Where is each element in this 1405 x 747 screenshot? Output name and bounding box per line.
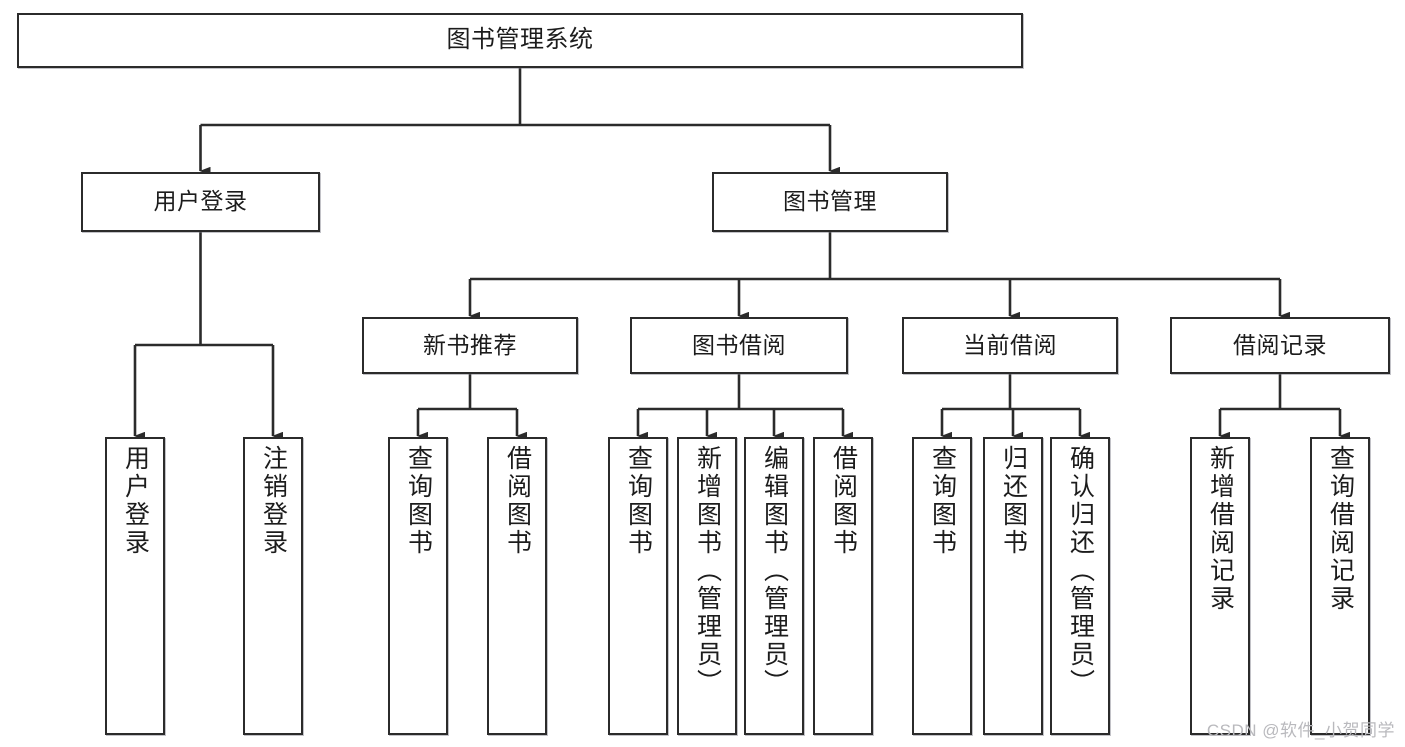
node-l4[interactable]: 借阅图书: [487, 437, 547, 735]
node-user_login[interactable]: 用户登录: [81, 172, 320, 232]
node-l10[interactable]: 归还图书: [983, 437, 1043, 735]
node-label: 查询图书: [928, 445, 957, 557]
node-l6[interactable]: 新增图书（管理员）: [677, 437, 737, 735]
node-l3[interactable]: 查询图书: [388, 437, 448, 735]
node-l2[interactable]: 注销登录: [243, 437, 303, 735]
node-l11[interactable]: 确认归还（管理员）: [1050, 437, 1110, 735]
node-label: 新增图书（管理员）: [693, 445, 722, 697]
node-label: 图书管理: [783, 188, 877, 215]
node-borrow[interactable]: 图书借阅: [630, 317, 848, 374]
node-label: 借阅记录: [1233, 331, 1327, 358]
node-label: 用户登录: [121, 445, 150, 557]
node-book_mgmt[interactable]: 图书管理: [712, 172, 948, 232]
node-label: 图书管理系统: [446, 26, 594, 54]
node-label: 归还图书: [999, 445, 1028, 557]
node-label: 查询图书: [624, 445, 653, 557]
node-l9[interactable]: 查询图书: [912, 437, 972, 735]
node-label: 借阅图书: [503, 445, 532, 557]
node-label: 用户登录: [153, 188, 248, 215]
node-l5[interactable]: 查询图书: [608, 437, 668, 735]
node-label: 当前借阅: [963, 331, 1057, 358]
node-label: 确认归还（管理员）: [1066, 445, 1095, 697]
watermark: CSDN @软件_小贺同学: [1206, 721, 1395, 740]
node-label: 查询图书: [404, 445, 433, 557]
node-label: 编辑图书（管理员）: [760, 445, 789, 697]
node-l8[interactable]: 借阅图书: [813, 437, 873, 735]
node-label: 图书借阅: [692, 331, 786, 358]
node-root[interactable]: 图书管理系统: [17, 13, 1023, 68]
node-label: 新书推荐: [423, 331, 517, 358]
node-new_books[interactable]: 新书推荐: [362, 317, 578, 374]
node-label: 借阅图书: [829, 445, 858, 557]
node-label: 注销登录: [259, 445, 288, 557]
node-l13[interactable]: 查询借阅记录: [1310, 437, 1370, 735]
node-label: 新增借阅记录: [1206, 445, 1235, 613]
node-l1[interactable]: 用户登录: [105, 437, 165, 735]
node-l7[interactable]: 编辑图书（管理员）: [744, 437, 804, 735]
node-current[interactable]: 当前借阅: [902, 317, 1118, 374]
node-l12[interactable]: 新增借阅记录: [1190, 437, 1250, 735]
node-label: 查询借阅记录: [1326, 445, 1355, 613]
node-records[interactable]: 借阅记录: [1170, 317, 1390, 374]
